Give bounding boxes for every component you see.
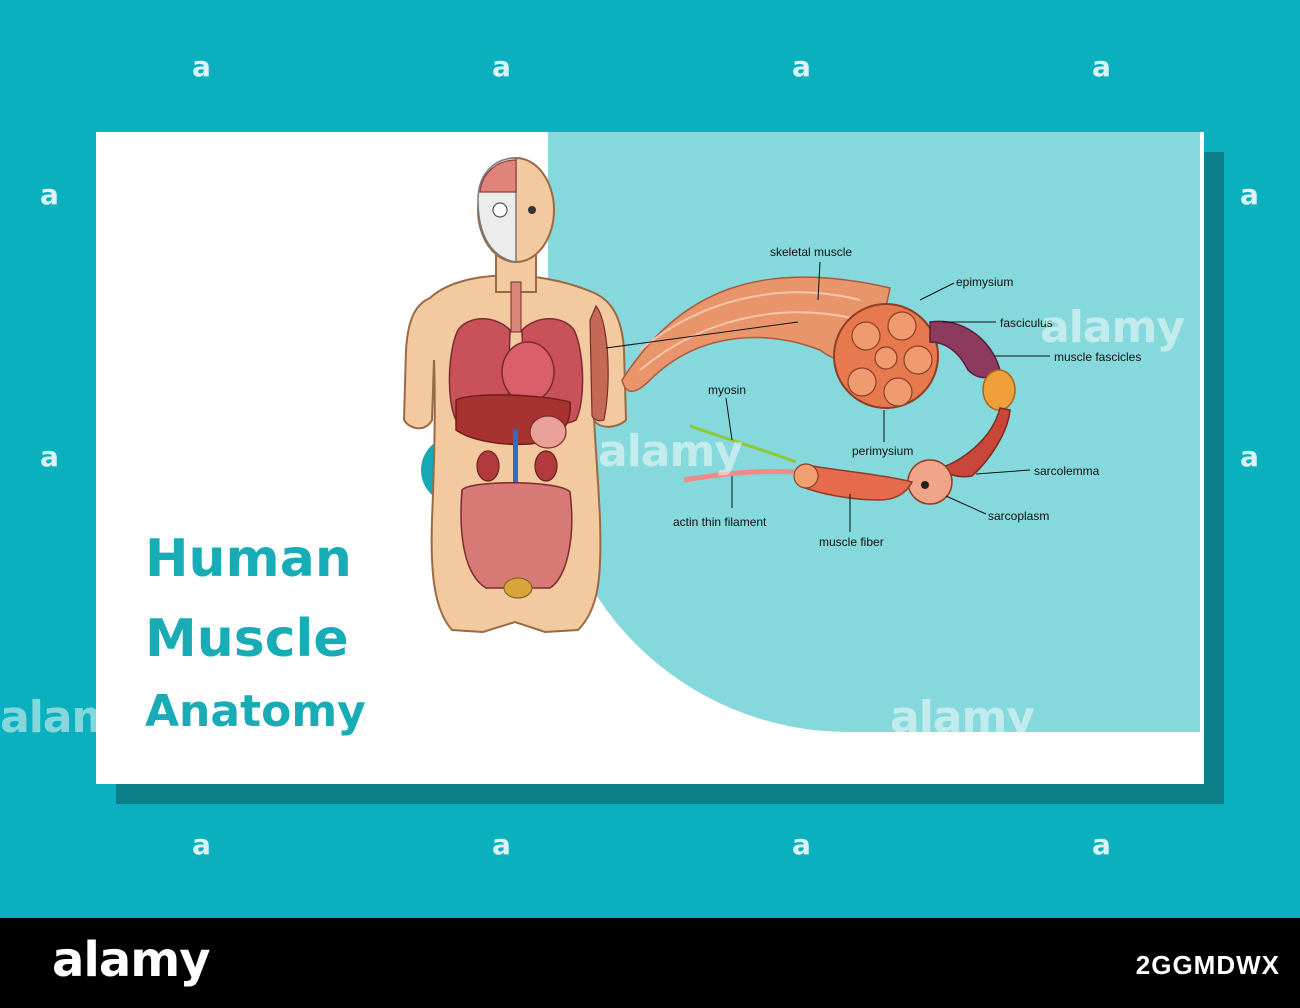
intestines — [460, 481, 573, 589]
myofibril-end — [793, 463, 819, 489]
watermark-mark: a — [40, 178, 59, 211]
label-perimysium: perimysium — [852, 444, 913, 458]
watermark-text: alamy — [598, 426, 743, 477]
stomach — [529, 415, 567, 449]
image-id: 2GGMDWX — [1136, 948, 1280, 981]
label-sarcolemma: sarcolemma — [1034, 464, 1100, 478]
muscle-fascicles-end — [982, 369, 1016, 411]
eye-socket — [492, 202, 508, 218]
watermark-mark: a — [40, 440, 59, 473]
watermark-mark: a — [1092, 828, 1111, 861]
watermark-mark: a — [1240, 178, 1259, 211]
fiber-cross-section — [907, 459, 953, 505]
leader-line — [605, 321, 799, 349]
actin-filament — [683, 468, 795, 483]
leader-line — [975, 469, 1031, 475]
muscle-structure-illustration — [621, 276, 1016, 505]
fascicle — [903, 345, 933, 375]
brain — [479, 159, 517, 193]
watermark-mark: a — [792, 50, 811, 83]
leader-line — [919, 282, 955, 301]
watermark-mark: a — [492, 50, 511, 83]
eye — [528, 206, 536, 214]
label-actin-thin-filament: actin thin filament — [673, 515, 767, 529]
sarcoplasm-core — [921, 481, 929, 489]
label-fasciculus: fasciculus — [1000, 316, 1053, 330]
watermark-mark: a — [792, 828, 811, 861]
right-kidney — [534, 450, 558, 482]
watermark-text: alamy — [1040, 302, 1185, 353]
arm-muscle — [589, 304, 609, 422]
vena-cava — [513, 430, 518, 500]
heart — [501, 341, 555, 403]
image-id-code: 2GGMDWX — [1135, 950, 1280, 980]
title-line-2: Muscle — [145, 609, 349, 669]
fasciculus-bundle — [929, 320, 1001, 379]
fascicle — [883, 377, 913, 407]
background-bubble — [548, 132, 1200, 732]
anatomy-diagram: skeletal muscle epimysium fasciculus mus… — [402, 157, 1141, 634]
fascicle — [874, 346, 898, 370]
watermark-mark: a — [1240, 440, 1259, 473]
leader-line — [725, 397, 733, 441]
human-body-illustration — [402, 157, 628, 634]
muscle-striation — [639, 311, 861, 371]
fascicle — [887, 311, 917, 341]
watermark-mark: a — [192, 828, 211, 861]
myosin-filament — [689, 424, 797, 464]
watermark-mark: a — [492, 828, 511, 861]
label-myosin: myosin — [708, 383, 746, 397]
label-sarcoplasm: sarcoplasm — [988, 509, 1049, 523]
leader-line — [945, 495, 987, 515]
watermark-text: alamy — [890, 692, 1035, 743]
bladder — [503, 577, 533, 599]
fascicle — [847, 367, 877, 397]
label-muscle-fiber: muscle fiber — [819, 535, 884, 549]
trachea — [510, 281, 522, 333]
label-skeletal-muscle: skeletal muscle — [770, 245, 852, 259]
title-line-1: Human — [145, 529, 352, 589]
fascicle — [851, 321, 881, 351]
label-epimysium: epimysium — [956, 275, 1013, 289]
muscle-fiber-strand — [938, 407, 1011, 478]
leader-line — [817, 261, 821, 301]
left-kidney — [476, 450, 500, 482]
card — [96, 132, 1204, 784]
alamy-logo: alamy — [52, 932, 211, 988]
label-muscle-fascicles: muscle fascicles — [1054, 350, 1141, 364]
muscle-fiber-segment — [798, 465, 914, 501]
watermark-text: alamy — [0, 692, 145, 743]
muscle-striation — [639, 291, 861, 351]
leader-lines — [605, 261, 1050, 532]
watermark-mark: a — [192, 50, 211, 83]
footer-bar: alamy 2GGMDWX — [0, 918, 1300, 1008]
title-line-3: Anatomy — [145, 686, 366, 737]
watermark-mark: a — [1092, 50, 1111, 83]
